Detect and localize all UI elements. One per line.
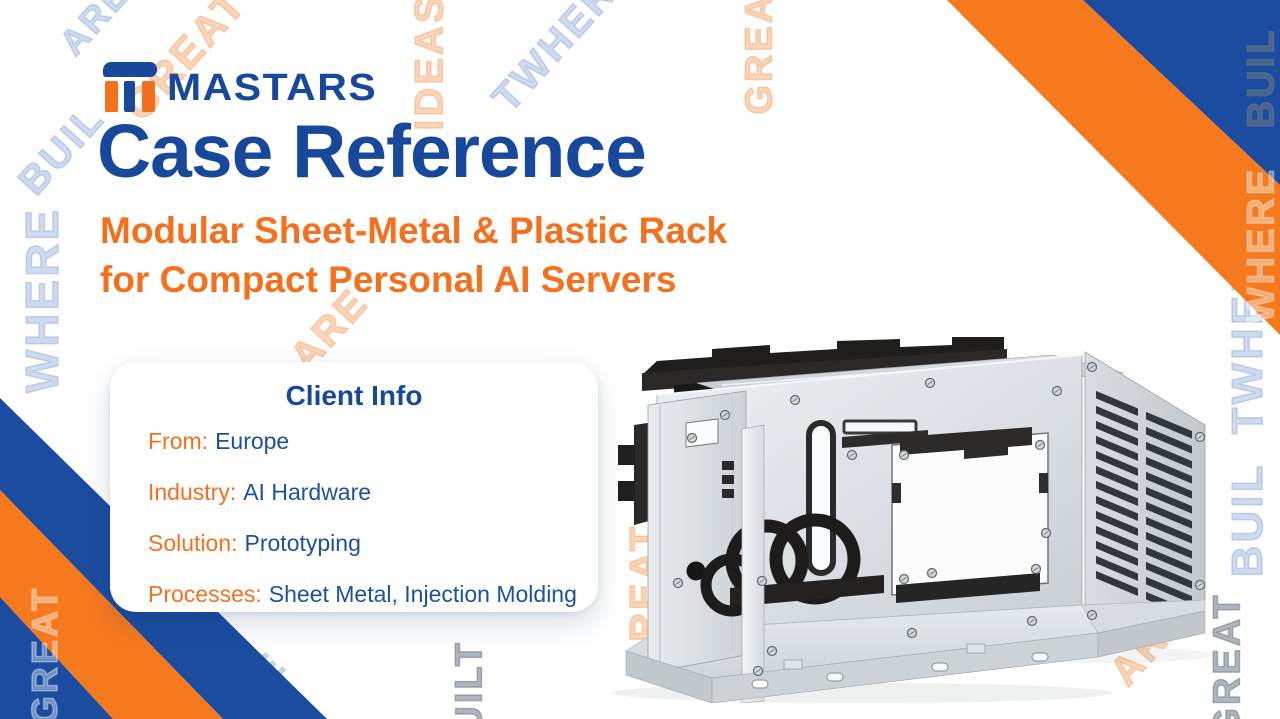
client-info-row-solution: Solution:Prototyping	[148, 530, 574, 557]
row-label: Industry:	[148, 479, 237, 505]
page-subtitle: Modular Sheet-Metal & Plastic Rack for C…	[100, 206, 727, 304]
bottom-left-blue-corner	[0, 597, 113, 719]
client-info-card: Client Info From:Europe Industry:AI Hard…	[110, 362, 598, 612]
subtitle-line-2: for Compact Personal AI Servers	[100, 259, 677, 301]
top-right-blue-triangle	[1083, 0, 1280, 185]
left-frame-assembly	[618, 390, 747, 674]
product-image	[612, 337, 1212, 703]
row-value: AI Hardware	[243, 479, 372, 505]
central-cutout	[891, 427, 1049, 603]
row-label: Solution:	[148, 530, 238, 556]
row-label: From:	[148, 428, 209, 454]
client-info-rows: From:Europe Industry:AI Hardware Solutio…	[148, 428, 577, 608]
flange-mounting-holes	[751, 652, 1049, 689]
logo: MASTARS	[103, 62, 377, 112]
logo-text: MASTARS	[167, 65, 378, 109]
client-info-row-from: From:Europe	[148, 428, 574, 455]
row-value: Prototyping	[244, 530, 361, 556]
front-flange	[625, 610, 1206, 703]
bottom-left-orange-stripe	[0, 490, 223, 719]
screws	[672, 361, 1206, 677]
client-info-row-industry: Industry:AI Hardware	[148, 479, 574, 506]
front-post	[741, 424, 765, 703]
subtitle-line-1: Modular Sheet-Metal & Plastic Rack	[100, 210, 728, 251]
row-label: Processes:	[148, 581, 262, 607]
client-info-title: Client Info	[285, 380, 423, 411]
oblong-slot	[806, 420, 836, 576]
vent-panel	[1084, 351, 1206, 631]
client-info-row-processes: Processes:Sheet Metal, Injection Molding	[148, 581, 577, 608]
top-right-orange-stripe	[947, 0, 1280, 335]
top-slot	[842, 419, 918, 435]
page-title: Case Reference	[97, 109, 647, 193]
row-value: Sheet Metal, Injection Molding	[268, 581, 577, 607]
iti-monogram-icon	[103, 62, 157, 112]
lower-plastic-bar	[730, 575, 884, 607]
row-value: Europe	[215, 428, 290, 454]
